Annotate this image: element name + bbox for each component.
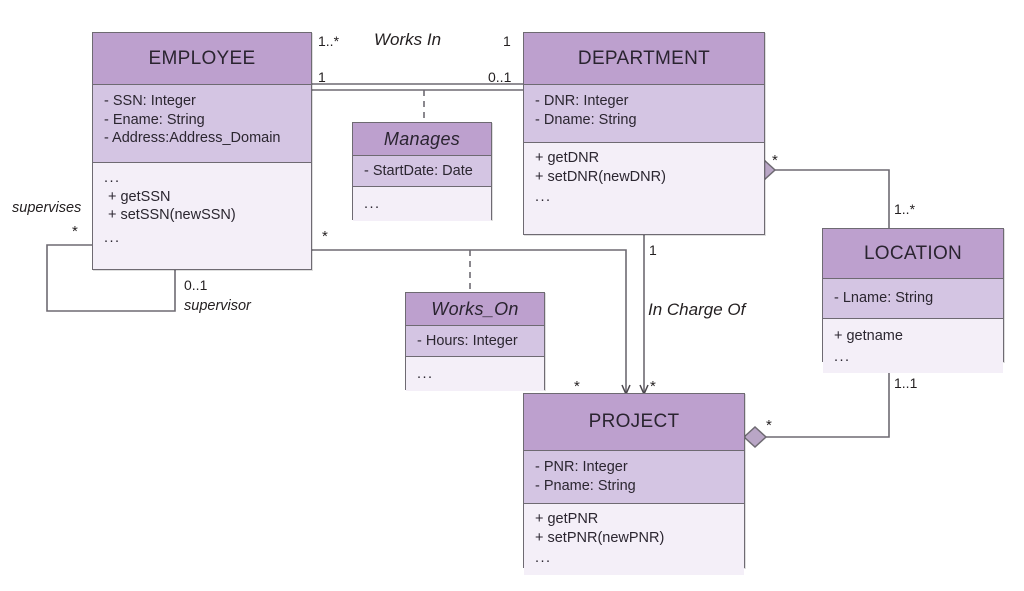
association-name-supervises: supervises (12, 200, 82, 216)
operation: + setSSN(newSSN) (108, 207, 236, 223)
multiplicity-in-charge-of-department: 1 (649, 242, 657, 258)
class-employee-name: EMPLOYEE (93, 33, 311, 85)
class-location-operations: + getname ... (823, 319, 1003, 373)
edge-project-location (765, 362, 890, 438)
attribute: - Dname: String (535, 111, 637, 128)
association-name-works-in: Works In (374, 30, 442, 49)
class-department[interactable]: DEPARTMENT - DNR: Integer - Dname: Strin… (523, 32, 765, 235)
multiplicity-supervises-target: 0..1 (184, 277, 208, 293)
class-project[interactable]: PROJECT - PNR: Integer - Pname: String +… (523, 393, 745, 575)
operations-trailing-ellipsis: ... (834, 348, 851, 365)
multiplicity-works-on-employee: * (322, 228, 328, 245)
multiplicity-department-location-source: * (772, 152, 778, 169)
attribute: - Address:Address_Domain (104, 130, 281, 146)
class-project-operations: + getPNR + setPNR(newPNR) ... (524, 504, 744, 575)
class-works-on-operations: ... (406, 357, 544, 391)
operation: + getname (834, 328, 903, 344)
operation: + getPNR (535, 511, 599, 527)
attribute: - Hours: Integer (417, 333, 518, 349)
class-manages-attributes: - StartDate: Date (353, 156, 491, 187)
multiplicity-works-in-employee: 1..* (318, 33, 340, 49)
class-works-on-attributes: - Hours: Integer (406, 326, 544, 357)
class-department-attributes: - DNR: Integer - Dname: String (524, 85, 764, 143)
attribute: - StartDate: Date (364, 163, 473, 179)
class-department-operations: + getDNR + setDNR(newDNR) ... (524, 143, 764, 214)
class-manages-name: Manages (353, 123, 491, 156)
class-manages-operations: ... (353, 187, 491, 221)
edge-department-location (765, 169, 890, 228)
attribute: - Lname: String (834, 290, 934, 306)
association-name-in-charge-of: In Charge Of (648, 300, 746, 319)
class-employee[interactable]: EMPLOYEE - SSN: Integer - Ename: String … (92, 32, 312, 270)
multiplicity-project-location-source: * (766, 417, 772, 434)
attribute: - Ename: String (104, 111, 205, 128)
multiplicity-manages-employee: 1 (318, 69, 326, 85)
operation: + setDNR(newDNR) (535, 168, 666, 185)
class-manages[interactable]: Manages - StartDate: Date ... (352, 122, 492, 221)
multiplicity-works-on-project: * (574, 378, 580, 395)
class-project-attributes: - PNR: Integer - Pname: String (524, 451, 744, 504)
operations-trailing-ellipsis: ... (104, 229, 121, 246)
multiplicity-department-location-target: 1..* (894, 201, 916, 217)
class-employee-operations: ... + getSSN + setSSN(newSSN) ... (93, 163, 311, 254)
attribute: - PNR: Integer (535, 459, 628, 475)
class-location[interactable]: LOCATION - Lname: String + getname ... (822, 228, 1004, 373)
aggregation-diamond-project (742, 425, 768, 449)
multiplicity-supervises-source: * (72, 223, 78, 240)
class-department-name: DEPARTMENT (524, 33, 764, 85)
class-project-name: PROJECT (524, 394, 744, 451)
multiplicity-manages-department: 0..1 (488, 69, 512, 85)
operations-leading-ellipsis: ... (104, 170, 121, 186)
operation: + getDNR (535, 150, 600, 166)
operation: + getSSN (108, 188, 171, 205)
operation: + setPNR(newPNR) (535, 529, 665, 546)
class-location-name: LOCATION (823, 229, 1003, 279)
edge-supervises (46, 244, 176, 312)
class-works-on-name: Works_On (406, 293, 544, 326)
class-employee-attributes: - SSN: Integer - Ename: String - Address… (93, 85, 311, 163)
multiplicity-project-location-target: 1..1 (894, 375, 918, 391)
class-location-attributes: - Lname: String (823, 279, 1003, 319)
class-works-on[interactable]: Works_On - Hours: Integer ... (405, 292, 545, 391)
multiplicity-works-in-department: 1 (503, 33, 511, 49)
edge-works-on (312, 249, 631, 396)
attribute: - SSN: Integer (104, 93, 196, 109)
operations-trailing-ellipsis: ... (364, 196, 381, 212)
operations-trailing-ellipsis: ... (417, 366, 434, 382)
operations-trailing-ellipsis: ... (535, 550, 552, 566)
attribute: - DNR: Integer (535, 93, 629, 109)
attribute: - Pname: String (535, 477, 636, 494)
operations-trailing-ellipsis: ... (535, 189, 552, 205)
role-supervisor: supervisor (184, 298, 251, 314)
multiplicity-in-charge-of-project: * (650, 378, 656, 395)
